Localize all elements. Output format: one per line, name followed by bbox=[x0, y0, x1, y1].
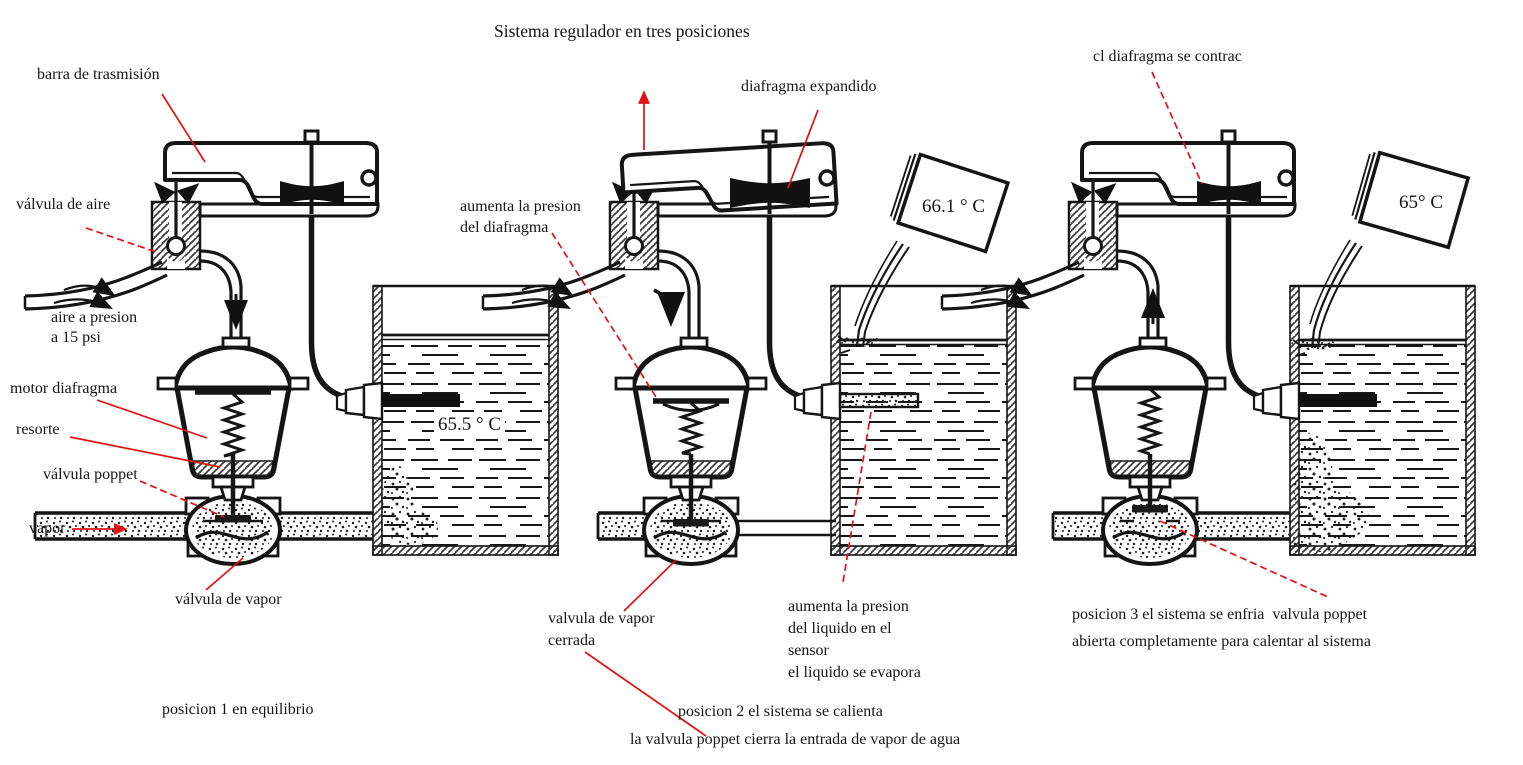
caption-position-1: posicion 1 en equilibrio bbox=[162, 701, 314, 718]
caption-position-2-line1: posicion 2 el sistema se calienta bbox=[678, 703, 883, 720]
label-spring: resorte bbox=[16, 421, 60, 438]
label-diaphragm-motor: motor diafragma bbox=[10, 380, 118, 397]
label-air-pressure: aire a presion a 15 psi bbox=[51, 309, 138, 346]
label-steam-valve: válvula de vapor bbox=[175, 591, 282, 608]
label-air-valve: válvula de aire bbox=[16, 196, 111, 213]
caption-position-3: posicion 3 el sistema se enfria valvula … bbox=[1072, 606, 1371, 650]
label-diaphragm-pressure-rises: aumenta la presion del diafragma bbox=[460, 198, 581, 236]
label-diaphragm-expanded: diafragma expandido bbox=[741, 78, 877, 95]
caption-position-2-line2: la valvula poppet cierra la entrada de v… bbox=[630, 731, 961, 748]
label-transmission-bar: barra de trasmisión bbox=[37, 66, 160, 83]
label-poppet-valve: válvula poppet bbox=[43, 466, 138, 483]
diagram-title: Sistema regulador en tres posiciones bbox=[494, 21, 750, 41]
bucket3-temperature: 65° C bbox=[1399, 192, 1444, 213]
label-steam: vapor bbox=[29, 520, 66, 537]
label-diaphragm-contracts: cl diafragma se contrac bbox=[1093, 48, 1242, 65]
label-sensor-liquid-pressure: aumenta la presion del liquido en el sen… bbox=[788, 598, 921, 681]
bucket2-temperature: 66.1 ° C bbox=[922, 196, 986, 217]
tank1-temperature: 65.5 ° C bbox=[434, 414, 506, 435]
label-steam-valve-closed: valvula de vapor cerrada bbox=[548, 610, 655, 649]
